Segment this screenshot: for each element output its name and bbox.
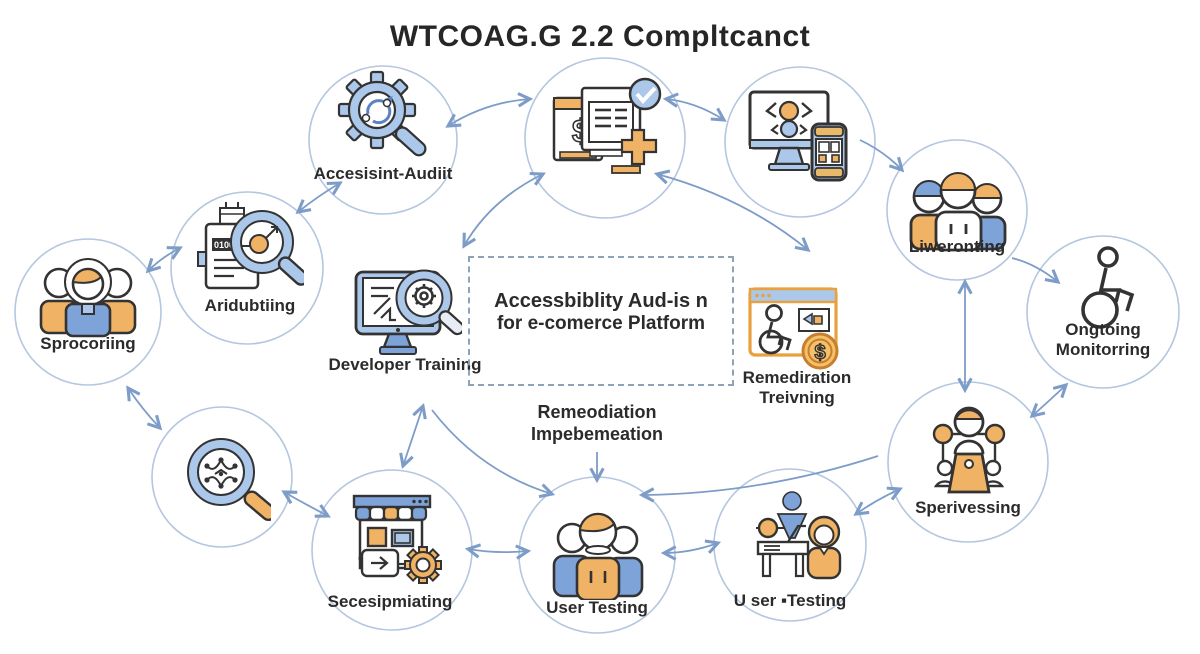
label-ongoing-monitoring: Ongtoing Monitorring [1056,320,1150,360]
people-group-icon [33,258,143,343]
diagram-title: WTCOAG.G 2.2 Compltcanct [389,20,811,53]
label-sperivessing: Sperivessing [915,498,1021,517]
document-magnifier-icon: 0100 [192,202,309,303]
magnifier-network-icon [175,430,277,531]
people-group-icon [550,505,646,605]
svg-text:0100: 0100 [214,240,234,250]
document-approved-icon: $ [550,76,665,186]
label-secesipmiating: Secesipmiating [327,592,453,611]
label-aridubtiing: Aridubtiing [204,296,296,315]
label-sprocoriing: Sprocoriing [40,334,136,353]
desk-researcher-icon [740,490,846,595]
svg-text:$: $ [814,342,825,364]
label-line: Ongtoing [1065,320,1141,339]
monitor-code-magnifier-icon [350,266,465,363]
storefront-gear-icon [340,490,452,597]
label-remediation-training: Remediration Treivning [743,368,852,408]
callout-line-1: Accessbiblity Aud-is n [494,290,708,312]
browser-wheelchair-coin-icon: $ [744,283,846,378]
wheelchair-icon [1066,246,1144,339]
callout-line-2: for e-comerce Platform [496,313,705,334]
label-line: Treivning [759,388,835,408]
label-user-testing: User Testing [546,598,648,617]
center-callout-box: Accessbiblity Aud-is n for e-comerce Pla… [468,256,734,386]
monitor-mobile-icon [742,84,857,194]
label-user-testing-2: U ser ▪Testing [733,591,847,610]
label-liweronting: Liweronting [908,237,1006,256]
label-line: Monitorring [1055,340,1151,360]
flow-arrows [126,92,1069,561]
note-line-1: Remeodiation [537,402,657,422]
speaker-podium-icon [923,402,1015,501]
gear-magnifier-icon [333,70,433,175]
label-developer-training: Developer Training [328,355,482,374]
center-note: Remeodiation Impebemeation [531,402,663,445]
people-group-icon [903,162,1011,257]
label-accessibility-audit: Accesisint-Audiit [313,164,453,183]
note-line-2: Impebemeation [530,423,664,444]
label-line: Remediration [742,368,852,387]
